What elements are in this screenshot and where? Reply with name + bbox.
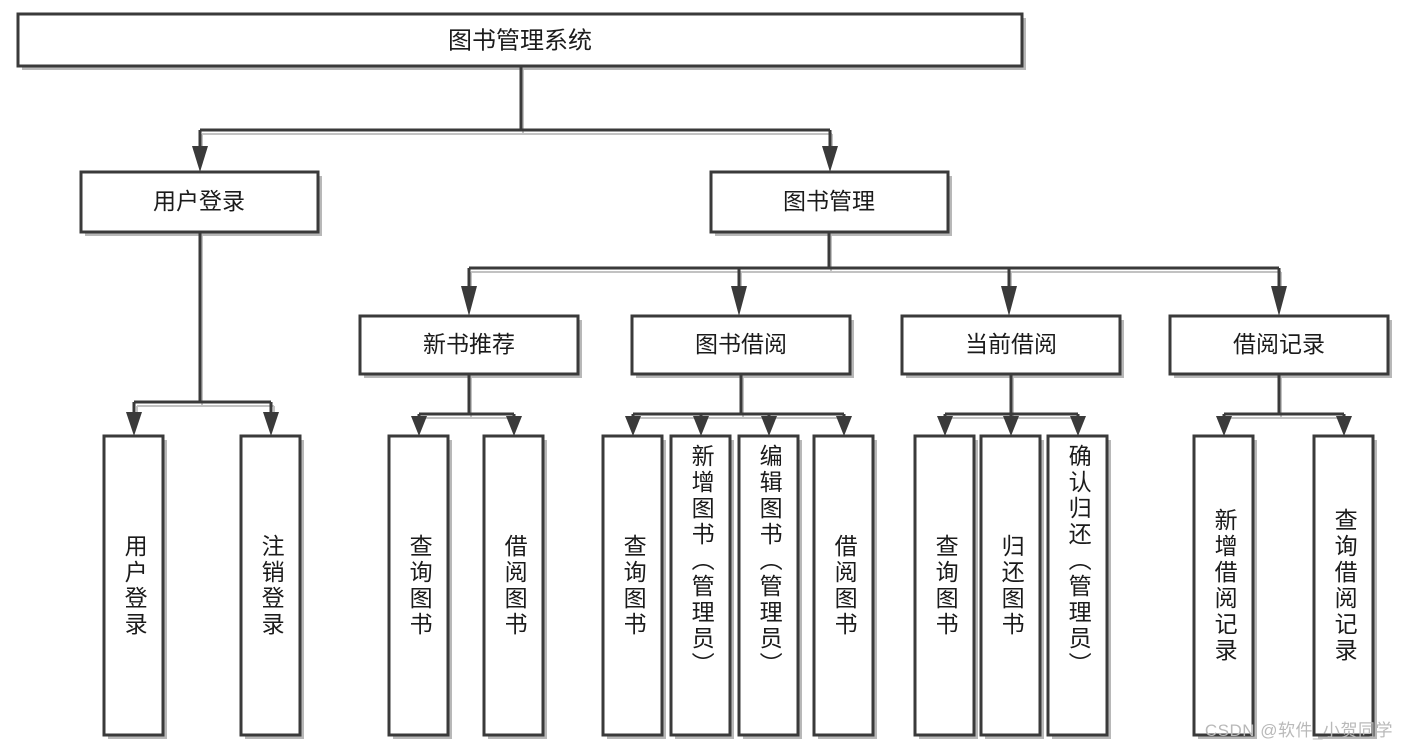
connector-book-borrow-to-leaves <box>625 374 852 436</box>
connector-user-login-to-leaves <box>126 232 279 436</box>
leaf-box-book-borrow-edit[interactable] <box>737 434 802 739</box>
connector-root-to-level2 <box>192 66 838 172</box>
leaf-box-current-borrow-return[interactable] <box>979 434 1044 739</box>
watermark: CSDN @软件_小贺同学 <box>1204 721 1393 740</box>
connector-new-book-recommend-to-leaves <box>411 374 522 436</box>
node-root-label: 图书管理系统 <box>448 27 592 54</box>
connector-book-management-to-level3 <box>461 232 1287 316</box>
leaf-box-user-login-logout[interactable] <box>239 434 304 739</box>
leaf-box-book-borrow-add[interactable] <box>669 434 734 739</box>
leaf-box-new-book-query[interactable] <box>387 434 452 739</box>
connector-current-borrow-to-leaves <box>937 374 1086 436</box>
leaf-box-current-borrow-confirm[interactable] <box>1046 434 1111 739</box>
node-book-management[interactable]: 图书管理 <box>709 170 952 236</box>
leaf-box-book-borrow-query[interactable] <box>601 434 666 739</box>
leaf-box-book-borrow-lend[interactable] <box>812 434 877 739</box>
node-new-book-recommend-label: 新书推荐 <box>423 331 515 357</box>
node-borrow-record-label: 借阅记录 <box>1233 331 1325 357</box>
node-current-borrow-label: 当前借阅 <box>965 331 1057 357</box>
node-borrow-record[interactable]: 借阅记录 <box>1168 314 1392 378</box>
leaf-box-record-query[interactable] <box>1312 434 1377 739</box>
node-book-borrow-label: 图书借阅 <box>695 331 787 357</box>
node-root[interactable]: 图书管理系统 <box>16 12 1026 70</box>
node-user-login-label: 用户登录 <box>153 188 245 214</box>
connector-borrow-record-to-leaves <box>1216 374 1352 436</box>
leaf-box-user-login-login[interactable] <box>102 434 167 739</box>
leaf-box-record-add[interactable] <box>1192 434 1257 739</box>
node-new-book-recommend[interactable]: 新书推荐 <box>358 314 582 378</box>
leaf-box-current-borrow-query[interactable] <box>913 434 978 739</box>
node-user-login[interactable]: 用户登录 <box>79 170 322 236</box>
node-current-borrow[interactable]: 当前借阅 <box>900 314 1124 378</box>
leaf-box-new-book-borrow[interactable] <box>482 434 547 739</box>
node-book-borrow[interactable]: 图书借阅 <box>630 314 854 378</box>
node-book-management-label: 图书管理 <box>783 188 875 214</box>
